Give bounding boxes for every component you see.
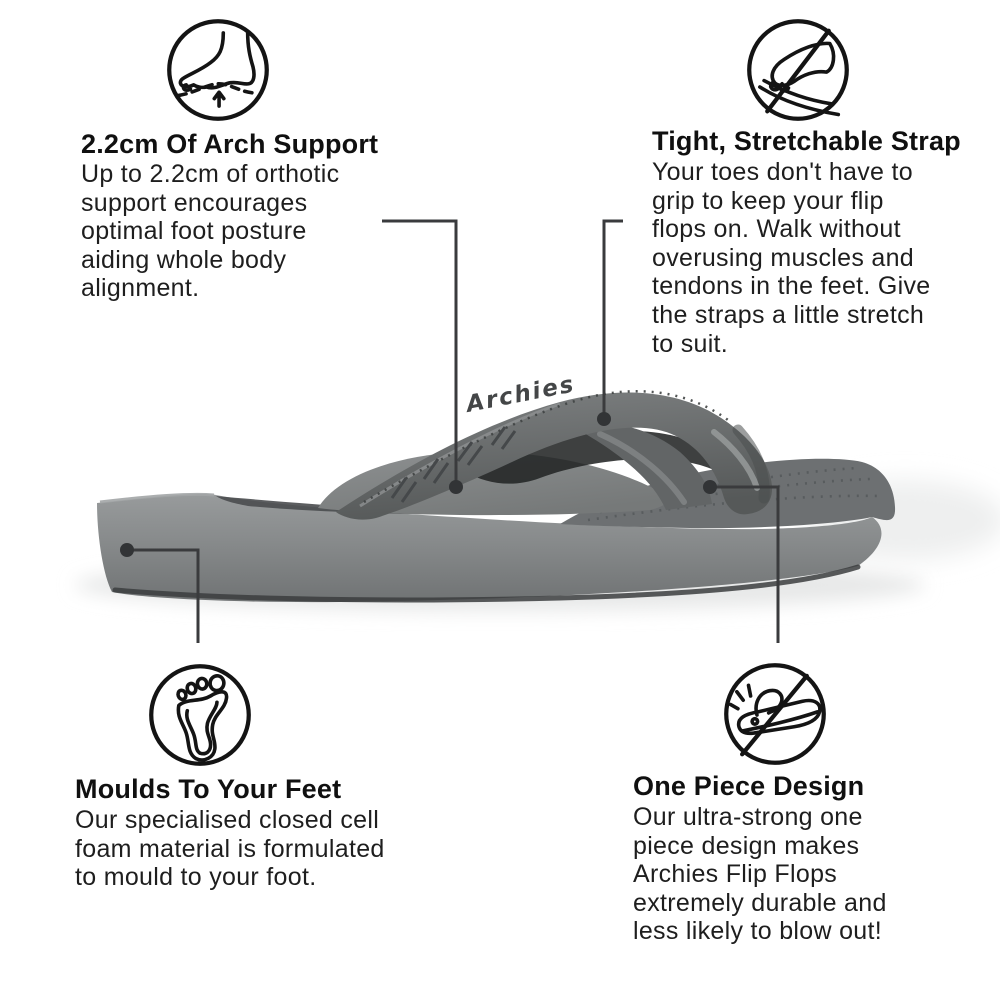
moulds-title: Moulds To Your Feet [75,774,342,804]
footprint-icon [149,664,251,766]
strap-edge-highlight [359,402,561,508]
foot-arch-support-icon [167,19,269,121]
connector-dot-one-piece [703,480,717,494]
callout-connectors [120,219,780,643]
toe-post-shade [732,424,770,504]
connector-moulds [127,548,200,643]
heel-rim-highlight [99,492,215,504]
moulds-body: Our specialised closed cell foam materia… [75,806,385,892]
strap-tread-chevrons [390,426,517,503]
one-piece-body: Our ultra-strong one piece design makes … [633,803,887,946]
arch-support-title: 2.2cm Of Arch Support [81,129,379,159]
product-image-flip-flop: Archies [97,371,896,603]
connector-one-piece [710,485,780,643]
far-strap-highlight [597,431,687,505]
strap-body: Your toes don't have to grip to keep you… [652,158,931,358]
no-blowout-flip-flop-icon [724,663,826,765]
connector-strap [602,219,623,419]
connector-arch-support [382,219,458,487]
toe-post-highlight [711,429,760,491]
one-piece-title: One Piece Design [633,771,865,801]
arch-support-body: Up to 2.2cm of orthotic support encourag… [81,160,340,303]
outsole-edge [112,564,861,603]
strap-edge-ticks [363,390,729,504]
near-strap [336,392,773,520]
strap-title: Tight, Stretchable Strap [652,126,961,156]
connector-dot-moulds [120,543,134,557]
connector-dot-arch-support [449,480,463,494]
sole-base [97,493,882,603]
connector-dot-strap [597,412,611,426]
no-toe-grip-strap-icon [747,19,849,121]
